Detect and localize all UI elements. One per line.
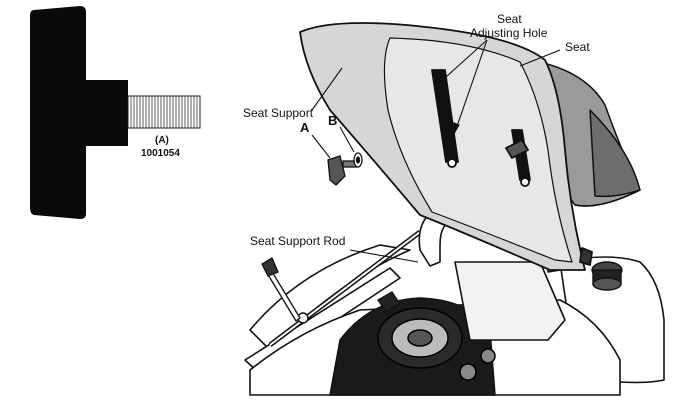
label-seat-adjusting-hole-2: Adjusting Hole [470, 26, 548, 40]
seat-support-rod [268, 230, 422, 347]
seat-pan-support [454, 261, 566, 341]
part-number-label: 1001054 [141, 148, 180, 159]
shaft-threads [130, 96, 198, 128]
exploded-hardware [327, 152, 363, 186]
knob-bolt-detail: (A) 1001054 [30, 6, 201, 219]
label-callout-b: B [328, 113, 337, 128]
fuel-cap [591, 261, 623, 291]
label-callout-a: A [300, 120, 310, 135]
engine [329, 297, 496, 396]
engine-knob [377, 291, 401, 313]
adjusting-slot-left [431, 69, 459, 163]
slot-knob [505, 139, 529, 159]
label-seat: Seat [565, 40, 590, 54]
label-seat-support: Seat Support [243, 106, 314, 120]
seat-back-inner-panel [383, 37, 573, 263]
screwdriver-tool [261, 257, 301, 322]
knob-collar [86, 80, 128, 146]
label-seat-adjusting-hole-1: Seat [497, 12, 522, 26]
knob-a [327, 155, 346, 186]
knob-head [30, 6, 86, 219]
part-callout-label: (A) [155, 135, 169, 146]
label-seat-support-rod: Seat Support Rod [250, 234, 345, 248]
leader-lines [311, 39, 561, 263]
seat-support-panel [299, 22, 593, 271]
